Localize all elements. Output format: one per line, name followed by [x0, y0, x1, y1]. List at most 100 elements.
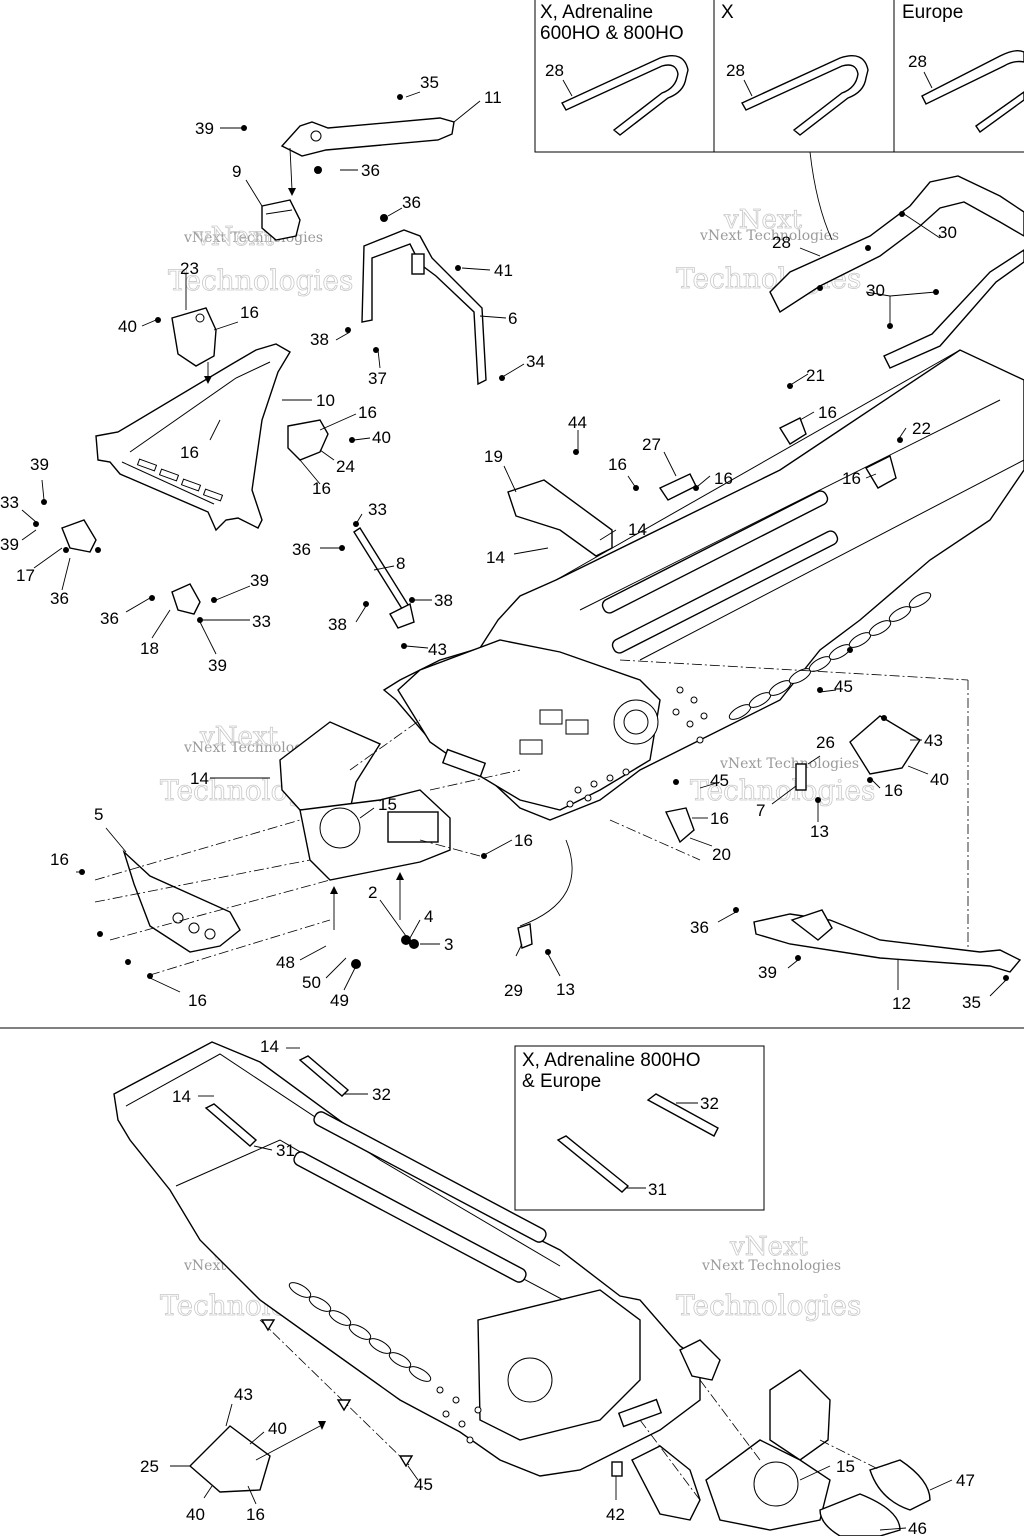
watermark-text: vNext Technologies [719, 756, 859, 772]
watermark-outline: Technologies [168, 264, 353, 297]
bolt-hole [310, 130, 322, 142]
front-mount-bracket [769, 1369, 831, 1461]
callout-number: 47 [956, 1471, 975, 1490]
rod-end [389, 602, 415, 629]
callout-number: 43 [428, 640, 447, 659]
callout-number: 31 [276, 1141, 295, 1160]
watermark-outline: vNext [199, 722, 278, 752]
callout-number: 3 [444, 935, 453, 954]
callout-number: 10 [316, 391, 335, 410]
callout-number: 36 [690, 918, 709, 937]
footrest-part [849, 715, 921, 775]
callout-number: 20 [712, 845, 731, 864]
bumper-pad [819, 1493, 901, 1536]
callout-number: 26 [816, 733, 835, 752]
callout-number: 14 [172, 1087, 191, 1106]
callout-number: 40 [186, 1505, 205, 1524]
leader-line [255, 1425, 321, 1461]
callout-number: 8 [396, 554, 405, 573]
callout-number: 16 [514, 831, 533, 850]
leader-line [562, 79, 573, 97]
callout-number: 32 [372, 1085, 391, 1104]
inset-title: X [721, 2, 734, 23]
watermark-group: vNext Technologies Technologies vNext vN… [160, 205, 876, 1323]
callout-number: 29 [504, 981, 523, 1000]
tunnel-edge [555, 349, 961, 581]
inset-border [534, 0, 1024, 153]
dash-line [699, 1379, 761, 1461]
leader-line [809, 151, 833, 241]
bulkhead-window [565, 719, 589, 735]
callout-number: 33 [252, 612, 271, 631]
callout-number: 16 [188, 991, 207, 1010]
callout-number: 16 [842, 469, 861, 488]
rail-part [646, 1093, 719, 1137]
front-bulkhead [477, 1289, 641, 1441]
reinforcement-plate [617, 1398, 663, 1428]
callout-number: 6 [508, 309, 517, 328]
callout-number: 28 [772, 233, 791, 252]
callout-number: 39 [208, 656, 227, 675]
callout-number: 19 [484, 447, 503, 466]
callout-number: 40 [118, 317, 137, 336]
callout-number: 38 [310, 330, 329, 349]
bulkhead-window [519, 739, 543, 755]
steering-column-support [361, 229, 487, 386]
callout-number: 37 [368, 369, 387, 388]
bracket-part [287, 419, 329, 461]
tunnel-rail [601, 490, 829, 614]
inset-title: X, Adrenaline 800HO [522, 1050, 701, 1071]
detail-line [129, 361, 271, 453]
callout-number: 43 [234, 1385, 253, 1404]
callout-number: 40 [930, 770, 949, 789]
callouts-upper: 35 11 39 36 9 36 41 23 6 40 16 38 37 34 … [0, 73, 981, 1013]
side-plate [122, 849, 241, 953]
rear-bar-assembly [753, 680, 1022, 973]
callout-number: 35 [420, 73, 439, 92]
inset-title: Europe [902, 2, 963, 23]
slot-hole [158, 468, 180, 482]
callout-number: 13 [556, 980, 575, 999]
heat-exchanger-fins [288, 1282, 432, 1382]
callout-number: 38 [434, 591, 453, 610]
mount-opening [319, 807, 361, 849]
tunnel-edge [579, 399, 1001, 611]
bulkhead-opening [507, 1357, 553, 1403]
callout-number: 42 [606, 1505, 625, 1524]
bracket-part [658, 473, 697, 501]
callout-number: 48 [276, 953, 295, 972]
bracket-part [778, 417, 807, 445]
bracket-part [679, 1339, 721, 1381]
leader-lines-lower [170, 1047, 953, 1531]
callout-number: 28 [545, 61, 564, 80]
bracket-part [664, 807, 695, 844]
side-plate [631, 1445, 701, 1521]
bottom-inset-group: X, Adrenaline 800HO & Europe 32 31 [514, 1045, 765, 1211]
inset-title: X, Adrenaline [540, 2, 653, 23]
watermark-outline: Technologies [690, 774, 875, 807]
callout-number: 28 [726, 61, 745, 80]
bolt-part [611, 1461, 623, 1477]
handle-loop-part [921, 49, 1024, 105]
callout-number: 2 [368, 883, 377, 902]
bolt-hole [195, 313, 205, 323]
tunnel-edge [125, 1053, 561, 1267]
mount-opening [753, 1461, 799, 1507]
front-mount-upper [122, 721, 451, 953]
upper-tunnel-assembly [382, 175, 1024, 844]
callout-number: 16 [246, 1505, 265, 1524]
rivet-pattern [566, 686, 708, 808]
callout-number: 36 [361, 161, 380, 180]
handle-loop-part [561, 55, 689, 136]
leader-line [743, 79, 753, 97]
callout-number: 31 [648, 1180, 667, 1199]
bulkhead-window [539, 709, 563, 725]
callout-number: 7 [756, 801, 765, 820]
inset-border [514, 1045, 765, 1211]
arrow-head [318, 1421, 326, 1430]
callout-number: 27 [642, 435, 661, 454]
callout-number: 15 [836, 1457, 855, 1476]
watermark-text: vNext Technologies [701, 1258, 841, 1274]
callout-number: 28 [908, 52, 927, 71]
reinforcement-plate [441, 748, 487, 778]
